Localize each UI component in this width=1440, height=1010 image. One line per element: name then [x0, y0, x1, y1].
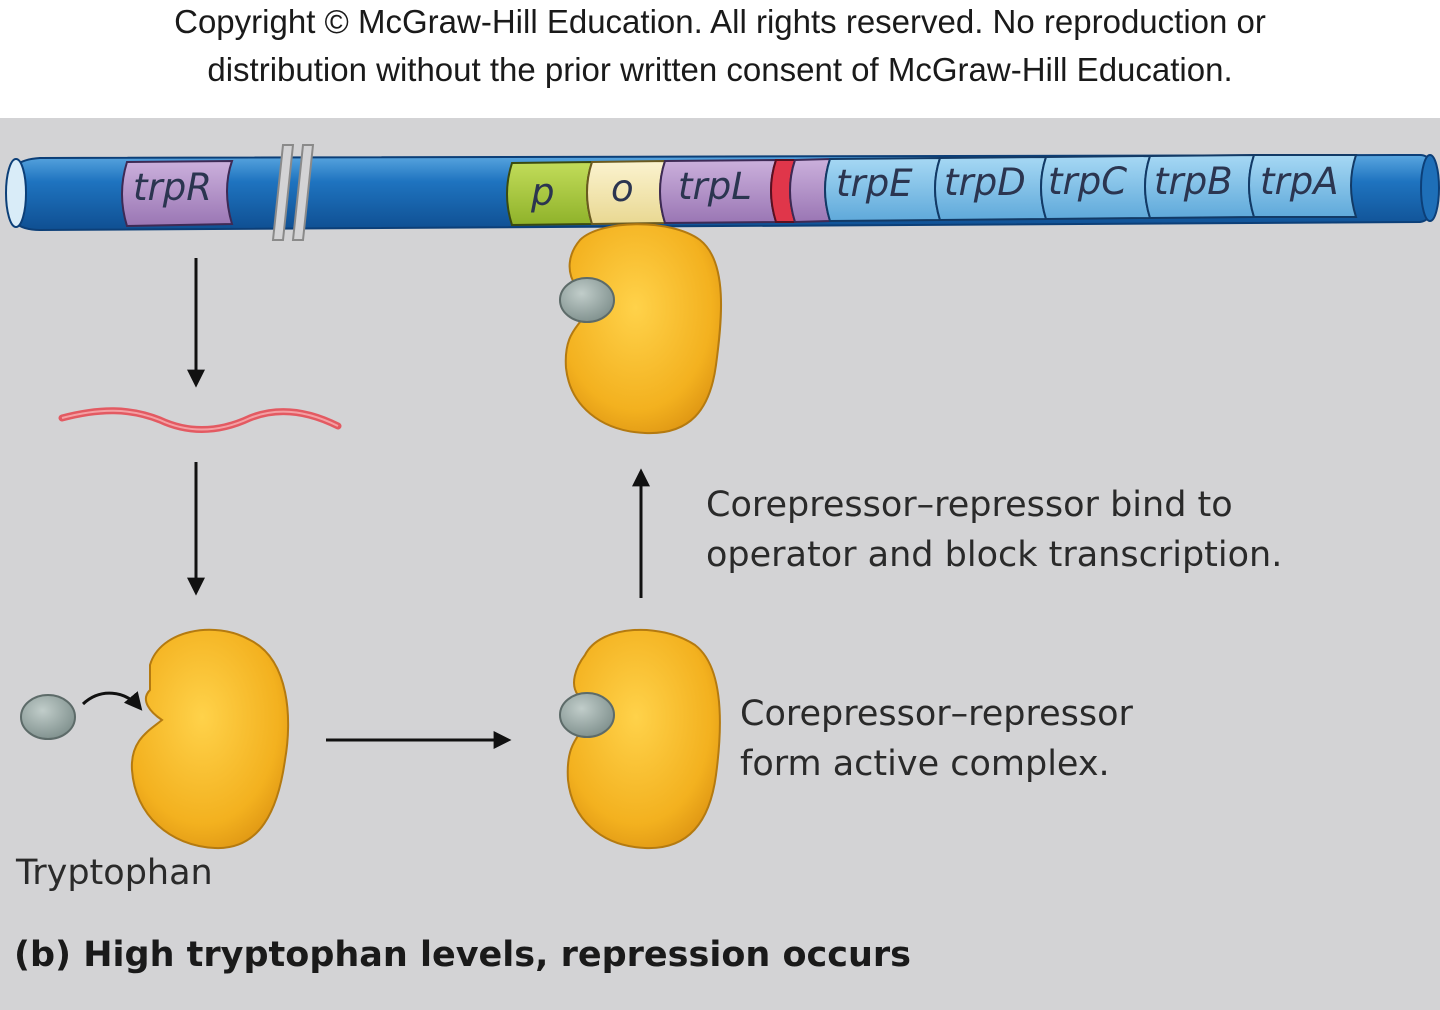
active-complex — [559, 628, 721, 850]
gene-trpR-label: trpR — [133, 166, 212, 209]
segment-promoter: p — [506, 160, 594, 227]
diagram-panel — [0, 118, 1440, 1010]
binding-arrow — [81, 691, 143, 711]
structural-genes: trpE trpD trpC trpB trpA — [824, 153, 1358, 223]
copyright-line-2: distribution without the prior written c… — [207, 51, 1233, 88]
complex-note: Corepressor–repressor form active comple… — [740, 689, 1133, 789]
gene-trpC: trpC — [1040, 154, 1152, 221]
gene-trpE-label: trpE — [836, 162, 913, 205]
gene-trpA-label: trpA — [1260, 160, 1339, 203]
segment-operator-label: o — [611, 167, 634, 210]
segment-trpL-label: trpL — [678, 165, 752, 208]
gene-trpE: trpE — [824, 156, 942, 223]
segment-attenuator — [770, 157, 832, 224]
bound-repressor-complex — [559, 223, 723, 435]
complex-note-line-1: Corepressor–repressor — [740, 694, 1133, 734]
bind-note: Corepressor–repressor bind to operator a… — [706, 480, 1282, 580]
copyright-line-1: Copyright © McGraw-Hill Education. All r… — [174, 3, 1266, 40]
gene-trpC-label: trpC — [1048, 160, 1127, 203]
segment-operator: o — [586, 159, 667, 226]
gene-trpB-label: trpB — [1154, 160, 1233, 203]
bind-note-line-2: operator and block transcription. — [706, 535, 1283, 575]
bind-note-line-1: Corepressor–repressor bind to — [706, 485, 1233, 525]
copyright-notice: Copyright © McGraw-Hill Education. All r… — [0, 0, 1440, 112]
gene-trpA: trpA — [1248, 154, 1358, 218]
tryptophan-molecule — [20, 694, 76, 740]
figure-caption: (b) High tryptophan levels, repression o… — [14, 935, 912, 975]
gene-trpD: trpD — [934, 155, 1048, 222]
inactive-repressor — [130, 628, 290, 850]
dna-break-mark — [271, 144, 315, 241]
segment-promoter-label: p — [530, 171, 555, 214]
segment-trpL: trpL — [659, 158, 778, 225]
complex-note-line-2: form active complex. — [740, 744, 1110, 784]
gene-trpR: trpR — [121, 159, 234, 228]
trpR-mrna — [58, 407, 342, 433]
gene-trpD-label: trpD — [944, 161, 1026, 204]
tryptophan-label: Tryptophan — [16, 853, 213, 893]
gene-trpB: trpB — [1144, 153, 1256, 220]
